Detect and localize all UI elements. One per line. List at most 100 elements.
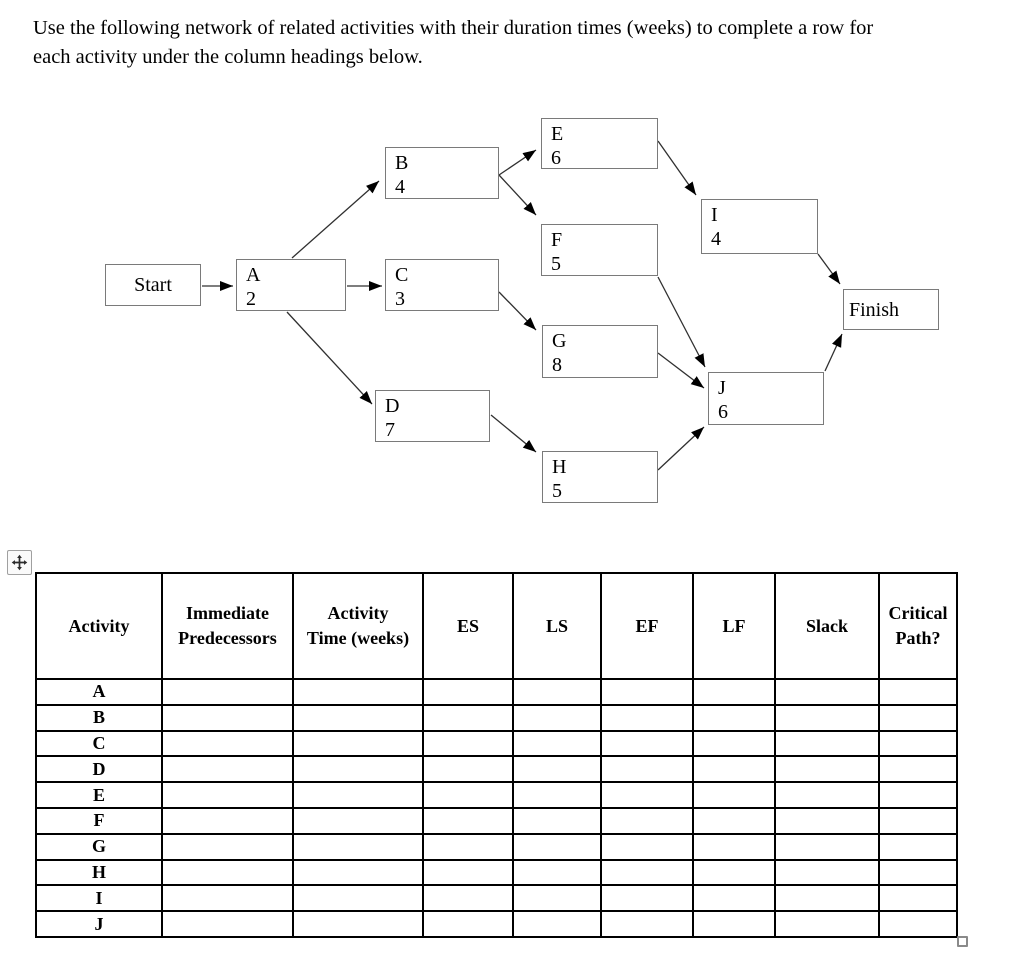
cell-g-ls[interactable] [512,832,602,861]
table-row-f: F [35,806,958,835]
cell-i-lf[interactable] [692,884,776,913]
cell-a-lf[interactable] [692,678,776,706]
cell-h-slack[interactable] [774,858,880,887]
row-label-b: B [35,703,163,732]
cell-e-immediate-predecessors[interactable] [161,781,294,809]
row-label-d: D [35,755,163,784]
cell-a-immediate-predecessors[interactable] [161,678,294,706]
cell-f-es[interactable] [422,806,514,835]
cell-i-immediate-predecessors[interactable] [161,884,294,913]
cell-i-slack[interactable] [774,884,880,913]
cell-e-ef[interactable] [600,781,694,809]
cell-c-ef[interactable] [600,729,694,758]
cell-g-activity-time-weeks[interactable] [292,832,424,861]
cell-h-critical-path[interactable] [878,858,958,887]
node-e-duration: 6 [551,147,561,169]
cell-b-immediate-predecessors[interactable] [161,703,294,732]
cell-j-slack[interactable] [774,910,880,938]
cell-a-slack[interactable] [774,678,880,706]
cell-a-ls[interactable] [512,678,602,706]
cell-c-critical-path[interactable] [878,729,958,758]
cell-j-critical-path[interactable] [878,910,958,938]
cell-a-activity-time-weeks[interactable] [292,678,424,706]
node-finish-label: Finish [849,298,900,321]
cell-f-ef[interactable] [600,806,694,835]
cell-f-immediate-predecessors[interactable] [161,806,294,835]
row-label-e: E [35,781,163,809]
cell-i-activity-time-weeks[interactable] [292,884,424,913]
cell-c-ls[interactable] [512,729,602,758]
table-resize-handle[interactable] [957,936,968,947]
cell-i-es[interactable] [422,884,514,913]
cell-b-ef[interactable] [600,703,694,732]
arrow-h-to-j [657,426,705,471]
cell-h-immediate-predecessors[interactable] [161,858,294,887]
cell-c-activity-time-weeks[interactable] [292,729,424,758]
cell-j-es[interactable] [422,910,514,938]
cell-d-activity-time-weeks[interactable] [292,755,424,784]
cell-e-slack[interactable] [774,781,880,809]
cell-b-lf[interactable] [692,703,776,732]
cell-i-ef[interactable] [600,884,694,913]
column-header-slack: Slack [774,572,880,680]
cell-f-activity-time-weeks[interactable] [292,806,424,835]
cell-d-lf[interactable] [692,755,776,784]
arrow-i-to-finish [817,253,841,285]
cell-h-activity-time-weeks[interactable] [292,858,424,887]
cell-e-es[interactable] [422,781,514,809]
cell-c-slack[interactable] [774,729,880,758]
cell-j-activity-time-weeks[interactable] [292,910,424,938]
cell-d-slack[interactable] [774,755,880,784]
cell-g-lf[interactable] [692,832,776,861]
cell-e-critical-path[interactable] [878,781,958,809]
node-i-letter: I [711,204,718,226]
cell-d-ls[interactable] [512,755,602,784]
cell-f-critical-path[interactable] [878,806,958,835]
cell-d-es[interactable] [422,755,514,784]
table-move-handle[interactable] [7,550,32,575]
cell-e-activity-time-weeks[interactable] [292,781,424,809]
cell-i-critical-path[interactable] [878,884,958,913]
cell-g-slack[interactable] [774,832,880,861]
node-finish: Finish [843,289,939,330]
cell-c-es[interactable] [422,729,514,758]
cell-h-ls[interactable] [512,858,602,887]
row-label-h: H [35,858,163,887]
cell-g-critical-path[interactable] [878,832,958,861]
cell-j-ls[interactable] [512,910,602,938]
cell-b-activity-time-weeks[interactable] [292,703,424,732]
node-a-duration: 2 [246,288,256,310]
cell-h-lf[interactable] [692,858,776,887]
cell-j-immediate-predecessors[interactable] [161,910,294,938]
cell-g-es[interactable] [422,832,514,861]
cell-b-critical-path[interactable] [878,703,958,732]
cell-g-ef[interactable] [600,832,694,861]
cell-f-lf[interactable] [692,806,776,835]
cell-h-es[interactable] [422,858,514,887]
cell-c-immediate-predecessors[interactable] [161,729,294,758]
cell-h-ef[interactable] [600,858,694,887]
node-j-duration: 6 [718,401,728,423]
cell-b-es[interactable] [422,703,514,732]
cell-a-ef[interactable] [600,678,694,706]
cell-d-critical-path[interactable] [878,755,958,784]
cell-d-ef[interactable] [600,755,694,784]
cell-i-ls[interactable] [512,884,602,913]
cell-c-lf[interactable] [692,729,776,758]
cell-b-ls[interactable] [512,703,602,732]
table-row-g: G [35,832,958,861]
row-label-c: C [35,729,163,758]
cell-d-immediate-predecessors[interactable] [161,755,294,784]
node-d-duration: 7 [385,419,395,441]
cell-j-lf[interactable] [692,910,776,938]
cell-f-ls[interactable] [512,806,602,835]
row-label-a: A [35,678,163,706]
cell-e-ls[interactable] [512,781,602,809]
cell-a-critical-path[interactable] [878,678,958,706]
cell-j-ef[interactable] [600,910,694,938]
cell-a-es[interactable] [422,678,514,706]
cell-f-slack[interactable] [774,806,880,835]
cell-e-lf[interactable] [692,781,776,809]
cell-g-immediate-predecessors[interactable] [161,832,294,861]
cell-b-slack[interactable] [774,703,880,732]
